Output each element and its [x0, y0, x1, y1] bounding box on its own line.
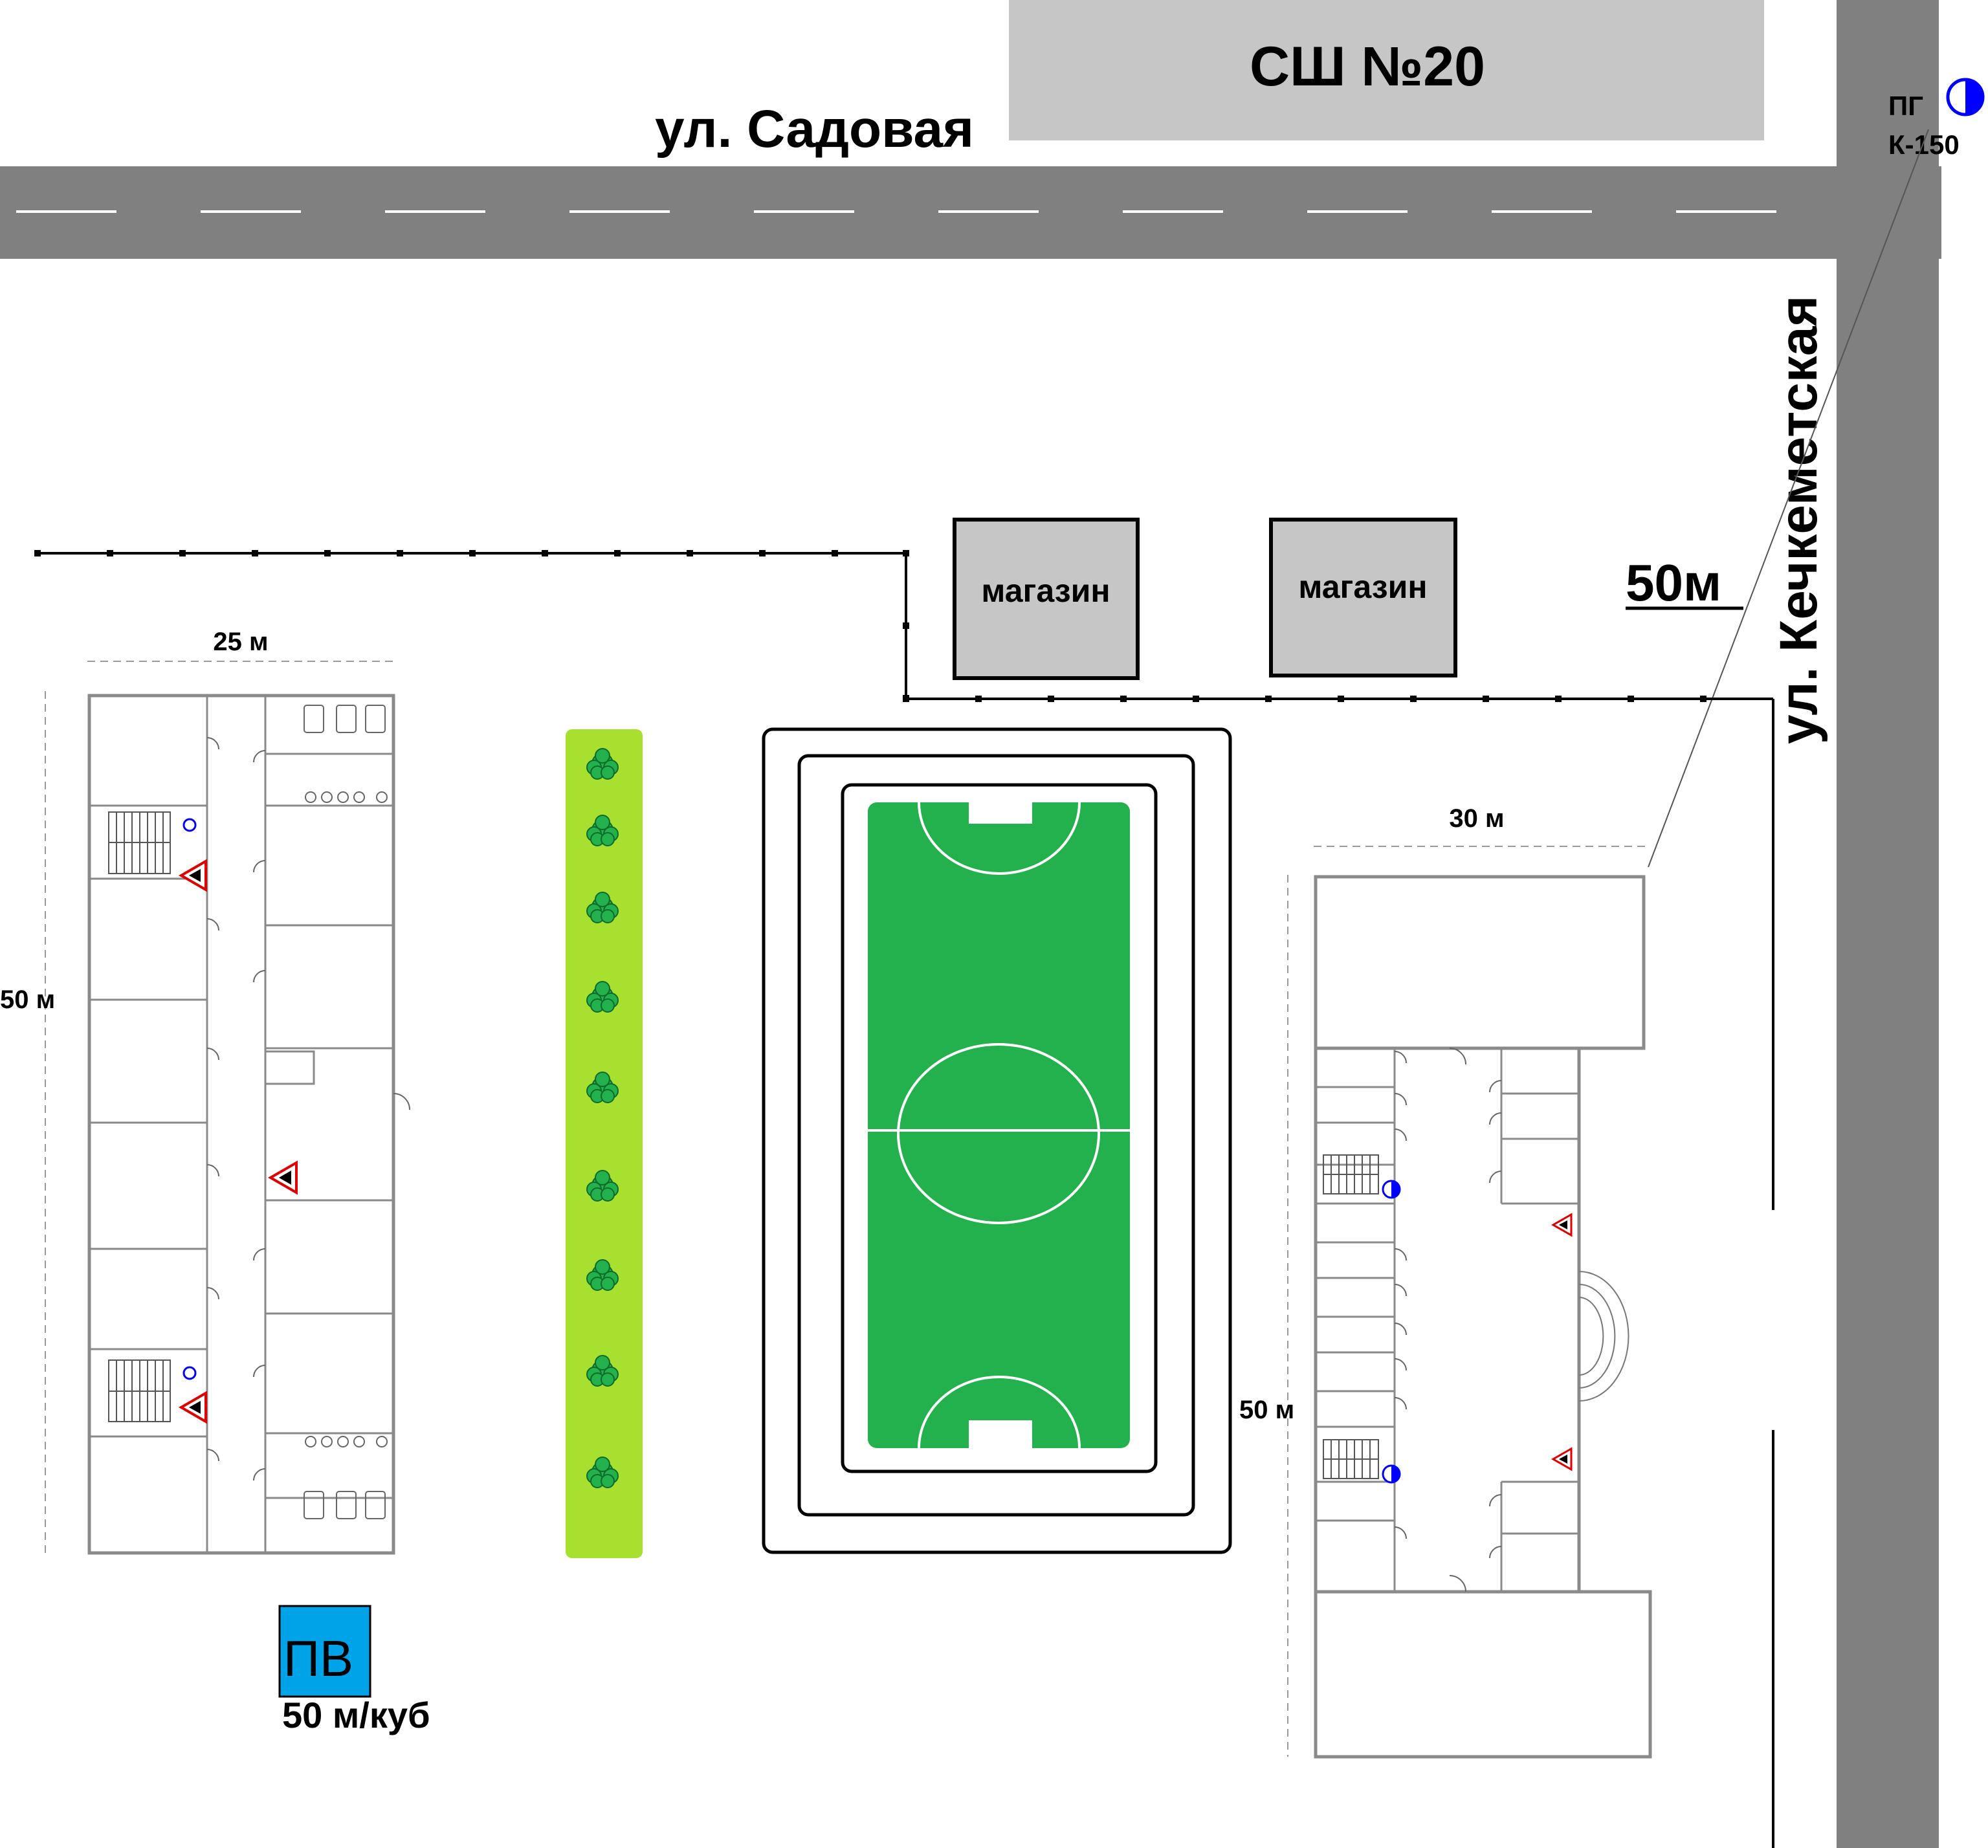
fire-extinguisher-icon	[1382, 1180, 1401, 1484]
fence-post	[903, 622, 909, 629]
scale-label: 50м	[1626, 554, 1721, 611]
shop-2: магазин	[1269, 518, 1457, 677]
fence-post	[832, 550, 838, 556]
fence-post	[1555, 696, 1562, 702]
fence-post	[469, 550, 476, 556]
fence-post	[1265, 696, 1272, 702]
fence-post	[179, 550, 186, 556]
fence-post	[975, 696, 982, 702]
fire-extinguisher-icon	[182, 818, 197, 1380]
fence-post	[34, 550, 41, 556]
warning-triangle-icon	[179, 859, 298, 1424]
shop-1: магазин	[953, 518, 1140, 680]
right-stairs-bottom	[1323, 1439, 1379, 1479]
kechkemetskaya-road	[1837, 0, 1939, 1848]
fence-post	[614, 550, 621, 556]
fence-post	[1120, 696, 1127, 702]
stadium	[762, 727, 1232, 1554]
left-toilets	[304, 705, 388, 1519]
school-label: СШ №20	[1250, 36, 1485, 98]
fence-post	[542, 550, 548, 556]
fence-post	[1483, 696, 1489, 702]
tree-strip	[566, 729, 643, 1558]
tree-icon	[586, 981, 619, 1013]
school-block: СШ №20	[1009, 0, 1764, 140]
left-building-height: 50 м	[0, 985, 55, 1014]
fence-post	[903, 550, 909, 556]
tree-icon	[586, 815, 619, 846]
street-kechkemetskaya-label: ул. Кечкеметская	[1769, 296, 1828, 744]
hydrant-model: К-150	[1888, 129, 1960, 160]
fence-posts	[34, 550, 1706, 702]
tree-icon	[586, 1170, 619, 1202]
hydrant-leader-line	[1648, 129, 1929, 868]
street-sadovaya-label: ул. Садовая	[655, 100, 974, 159]
fence-post	[1628, 696, 1634, 702]
fence-post	[107, 550, 113, 556]
fence-post	[1193, 696, 1199, 702]
water-reservoir: ПВ 50 м/куб	[278, 1605, 430, 1735]
hydrant: ПГ К-150	[1648, 78, 1985, 868]
roads	[0, 0, 1941, 1848]
right-building-height: 50 м	[1239, 1396, 1294, 1424]
left-stairs-top	[108, 811, 171, 874]
right-entrance	[1578, 1271, 1629, 1402]
tree-icon	[586, 748, 619, 780]
hydrant-code: ПГ	[1888, 91, 1923, 121]
water-reservoir-code: ПВ	[283, 1630, 353, 1687]
fence-post	[903, 696, 909, 702]
tree-icon	[586, 1355, 619, 1387]
tree-icon	[586, 1072, 619, 1103]
fence-post	[1410, 696, 1417, 702]
fence-post	[1338, 696, 1344, 702]
warning-triangle-icon	[1551, 1213, 1573, 1471]
fence-post	[397, 550, 403, 556]
left-stairs-bottom	[108, 1359, 171, 1422]
left-building-width: 25 м	[213, 628, 268, 656]
shop-1-label: магазин	[981, 573, 1110, 609]
football-field	[868, 802, 1130, 1449]
water-reservoir-volume: 50 м/куб	[282, 1695, 430, 1735]
right-stairs-top	[1323, 1154, 1379, 1194]
right-building: 30 м 50 м	[1239, 804, 1652, 1759]
fence-post	[687, 550, 693, 556]
fence-post	[1048, 696, 1054, 702]
fence-post	[252, 550, 258, 556]
tree-icon	[586, 1259, 619, 1291]
scale-marker: 50м	[1626, 554, 1743, 611]
fence-post	[324, 550, 331, 556]
tree-icon	[586, 1457, 619, 1488]
shop-2-label: магазин	[1298, 569, 1427, 605]
fence-post	[1700, 696, 1706, 702]
fence-post	[759, 550, 766, 556]
right-building-width: 30 м	[1449, 804, 1504, 833]
tree-icon	[586, 892, 619, 923]
left-building: 25 м 50 м	[0, 628, 410, 1556]
